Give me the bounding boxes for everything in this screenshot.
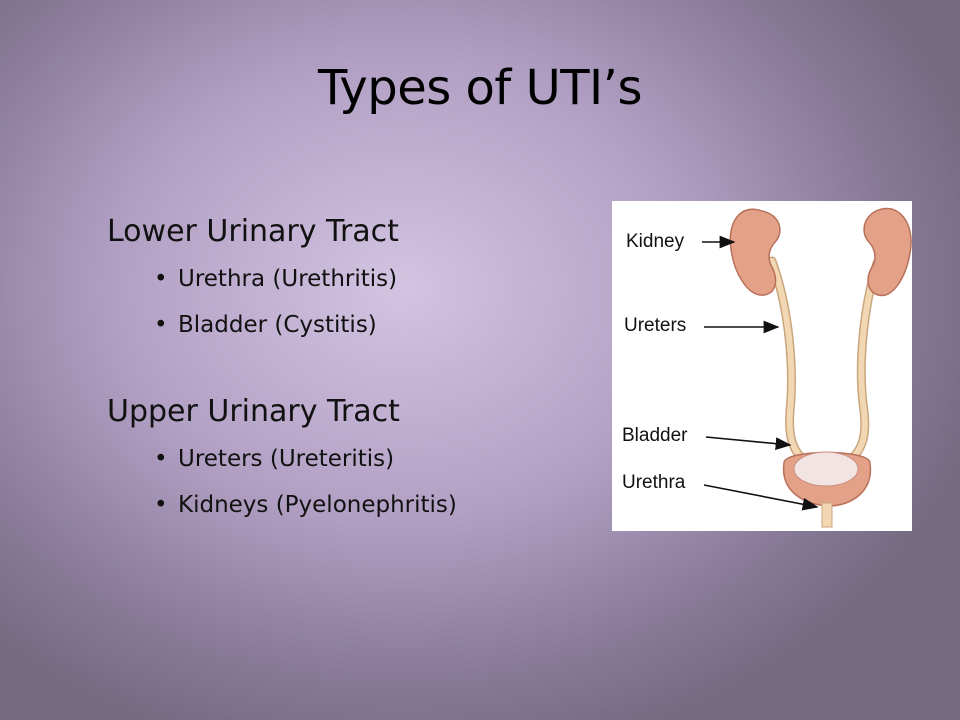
urethra-tube <box>821 502 833 528</box>
bladder-interior <box>793 451 859 487</box>
left-ureter-core <box>769 258 810 466</box>
bladder-label: Bladder <box>622 425 688 446</box>
right-kidney-shape <box>863 207 912 297</box>
bullet-text: Kidneys (Pyelonephritis) <box>178 492 457 518</box>
urinary-tract-figure: Kidney Ureters Bladder Urethra <box>612 201 912 531</box>
slide-title: Types of UTI’s <box>318 60 642 116</box>
bullet-text: Bladder (Cystitis) <box>178 312 377 338</box>
bladder-arrow <box>705 436 792 451</box>
bullet-icon: • <box>154 312 168 338</box>
bullet-ureters: • Ureters (Ureteritis) <box>154 446 394 472</box>
bullet-icon: • <box>154 266 168 292</box>
bullet-text: Urethra (Urethritis) <box>178 266 398 292</box>
urethra-label: Urethra <box>622 472 686 493</box>
right-ureter-core <box>844 260 880 466</box>
urinary-tract-illustration <box>702 207 912 528</box>
section-heading-lower: Lower Urinary Tract <box>107 214 399 249</box>
bullet-urethra: • Urethra (Urethritis) <box>154 266 397 292</box>
section-heading-upper: Upper Urinary Tract <box>107 394 400 429</box>
bullet-text: Ureters (Ureteritis) <box>178 446 395 472</box>
kidney-label: Kidney <box>626 231 685 252</box>
bullet-icon: • <box>154 492 168 518</box>
urethra-arrow <box>703 484 819 511</box>
bullet-icon: • <box>154 446 168 472</box>
bullet-bladder: • Bladder (Cystitis) <box>154 312 377 338</box>
ureters-label: Ureters <box>624 315 687 336</box>
left-kidney-shape <box>729 208 781 296</box>
bullet-kidneys: • Kidneys (Pyelonephritis) <box>154 492 457 518</box>
